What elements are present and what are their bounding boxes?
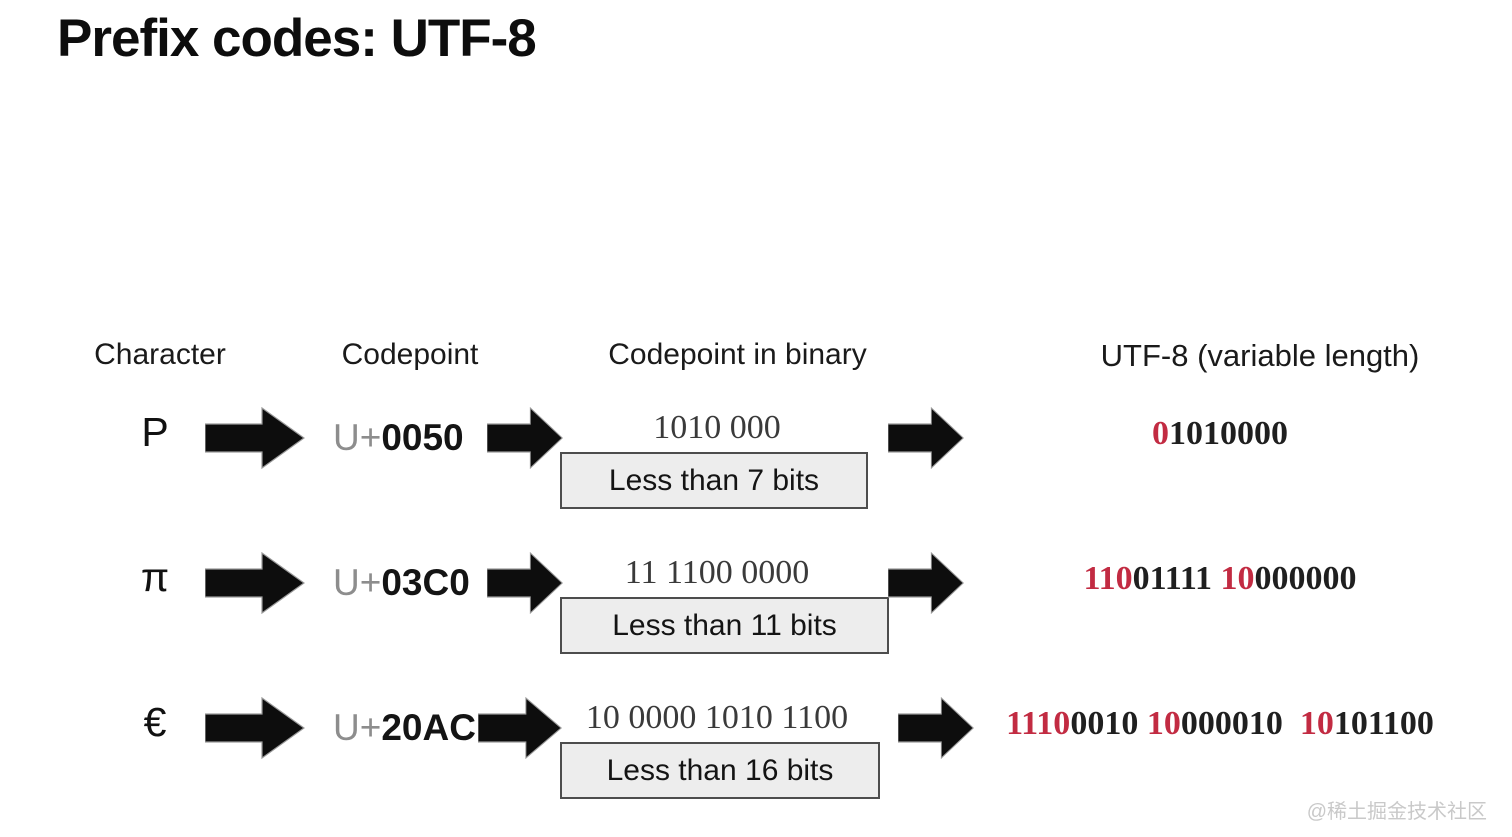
bit-length-note: Less than 11 bits: [560, 597, 889, 654]
codepoint-value: U+0050: [333, 417, 464, 459]
header-character: Character: [94, 338, 226, 371]
utf8-encoding: 11001111 10000000: [1083, 560, 1357, 597]
arrow-right-icon: [487, 552, 563, 614]
codepoint-value: U+03C0: [333, 562, 470, 604]
codepoint-binary: 10 0000 1010 1100: [585, 699, 849, 736]
header-codepoint-in-binary: Codepoint in binary: [608, 338, 867, 371]
header-codepoint: Codepoint: [341, 338, 479, 371]
bit-length-note: Less than 7 bits: [560, 452, 868, 509]
arrow-right-icon: [888, 552, 964, 614]
codepoint-binary: 11 1100 0000: [624, 554, 810, 591]
arrow-right-icon: [898, 697, 974, 759]
table-row: P U+0050 1010 000 Less than 7 bits 01010…: [0, 407, 1512, 522]
utf8-encoding: 11100010 10000010 10101100: [1006, 705, 1434, 742]
arrow-right-icon: [478, 697, 562, 759]
arrow-right-icon: [487, 407, 563, 469]
character-glyph: P: [141, 409, 169, 455]
header-utf8-variable-length: UTF-8 (variable length): [1100, 338, 1420, 373]
codepoint-hex: 20AC: [381, 707, 476, 748]
bit-length-note: Less than 16 bits: [560, 742, 880, 799]
arrow-right-icon: [205, 552, 305, 614]
codepoint-value: U+20AC: [333, 707, 476, 749]
codepoint-prefix: U+: [333, 562, 382, 603]
arrow-right-icon: [888, 407, 964, 469]
table-row: € U+20AC 10 0000 1010 1100 Less than 16 …: [0, 697, 1512, 812]
codepoint-prefix: U+: [333, 417, 382, 458]
codepoint-prefix: U+: [333, 707, 382, 748]
utf8-encoding: 01010000: [1152, 415, 1288, 452]
character-glyph: π: [140, 554, 170, 600]
codepoint-hex: 03C0: [381, 562, 470, 603]
table-row: π U+03C0 11 1100 0000 Less than 11 bits …: [0, 552, 1512, 667]
codepoint-hex: 0050: [381, 417, 464, 458]
character-glyph: €: [143, 699, 167, 745]
arrow-right-icon: [205, 407, 305, 469]
page-title: Prefix codes: UTF-8: [57, 9, 537, 68]
arrow-right-icon: [205, 697, 305, 759]
codepoint-binary: 1010 000: [653, 409, 781, 446]
watermark: @稀土掘金技术社区: [1306, 801, 1487, 823]
column-headers: Character Codepoint Codepoint in binary …: [0, 338, 1512, 380]
